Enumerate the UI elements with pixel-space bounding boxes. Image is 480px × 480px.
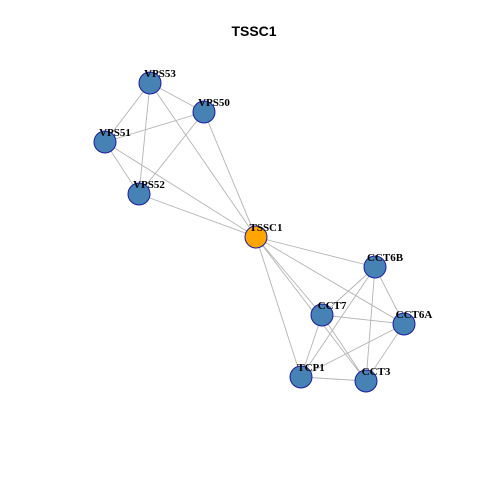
edge-cct6b-cct7 bbox=[321, 266, 376, 316]
node-circle bbox=[244, 225, 268, 249]
edge-vps53-tssc1 bbox=[149, 82, 257, 238]
node-label: VPS52 bbox=[133, 179, 165, 191]
node-label: VPS50 bbox=[198, 97, 230, 109]
node-label: CCT6A bbox=[396, 309, 433, 321]
edge-cct6b-tcp1 bbox=[300, 266, 376, 378]
node-label: CCT6B bbox=[367, 252, 404, 264]
edge-tssc1-cct6a bbox=[255, 236, 405, 325]
edge-cct7-cct3 bbox=[321, 314, 367, 382]
graph-title: TSSC1 bbox=[231, 23, 276, 39]
node-label: CCT3 bbox=[362, 366, 391, 378]
node-cct7: CCT7 bbox=[310, 300, 347, 327]
edge-vps50-vps51 bbox=[104, 111, 205, 143]
node-circle bbox=[192, 100, 216, 124]
node-label: TSSC1 bbox=[249, 222, 282, 234]
edge-vps50-vps52 bbox=[138, 111, 205, 195]
edge-cct6b-cct3 bbox=[365, 266, 376, 382]
node-circle bbox=[289, 365, 313, 389]
edge-vps53-vps51 bbox=[104, 82, 151, 143]
edge-tssc1-cct7 bbox=[255, 236, 323, 316]
edge-tssc1-tcp1 bbox=[255, 236, 302, 378]
node-circle bbox=[392, 312, 416, 336]
node-circle bbox=[127, 182, 151, 206]
edge-vps52-tssc1 bbox=[138, 193, 257, 238]
node-label: CCT7 bbox=[318, 300, 347, 312]
node-tssc1: TSSC1 bbox=[244, 222, 283, 249]
node-circle bbox=[363, 255, 387, 279]
node-label: TCP1 bbox=[297, 362, 325, 374]
edge-tssc1-cct6b bbox=[255, 236, 376, 268]
edge-vps50-tssc1 bbox=[203, 111, 257, 238]
node-cct3: CCT3 bbox=[354, 366, 391, 393]
node-circle bbox=[93, 130, 117, 154]
edge-vps53-vps52 bbox=[138, 82, 151, 195]
node-vps51: VPS51 bbox=[93, 127, 131, 154]
edge-tssc1-cct3 bbox=[255, 236, 367, 382]
edge-cct7-cct6a bbox=[321, 314, 405, 325]
node-tcp1: TCP1 bbox=[289, 362, 325, 389]
node-cct6b: CCT6B bbox=[363, 252, 404, 279]
node-vps50: VPS50 bbox=[192, 97, 230, 124]
node-label: VPS51 bbox=[99, 127, 131, 139]
node-vps53: VPS53 bbox=[138, 68, 176, 95]
node-label: VPS53 bbox=[144, 68, 176, 80]
edge-vps51-tssc1 bbox=[104, 141, 257, 238]
node-circle bbox=[310, 303, 334, 327]
edge-cct6a-tcp1 bbox=[300, 323, 405, 378]
node-circle bbox=[138, 71, 162, 95]
node-circle bbox=[354, 369, 378, 393]
edge-layer bbox=[104, 82, 405, 382]
node-vps52: VPS52 bbox=[127, 179, 165, 206]
node-cct6a: CCT6A bbox=[392, 309, 433, 336]
